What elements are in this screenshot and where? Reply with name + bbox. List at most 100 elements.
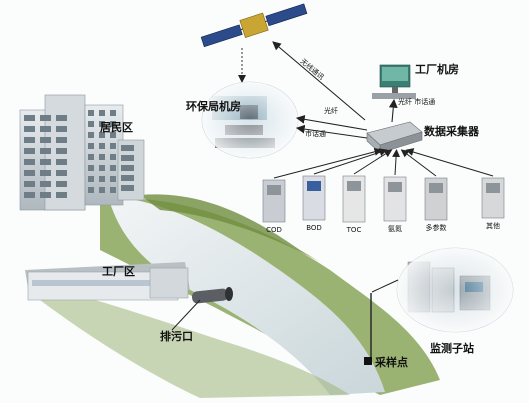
building-window bbox=[121, 155, 134, 161]
river bbox=[108, 196, 385, 395]
building-window bbox=[99, 143, 105, 149]
building-window bbox=[24, 192, 35, 198]
building-window bbox=[88, 143, 94, 149]
factory-area-label: 工厂区 bbox=[102, 265, 135, 278]
instrument-panel bbox=[486, 183, 500, 193]
building-window bbox=[110, 110, 116, 116]
instrument-label: TOC bbox=[346, 226, 362, 234]
factory-room-label: 工厂机房 bbox=[415, 62, 459, 76]
factory-link bbox=[388, 98, 398, 123]
instrument-link bbox=[353, 149, 393, 175]
building-window bbox=[40, 159, 51, 165]
building-window bbox=[88, 110, 94, 116]
outlet-label: 排污口 bbox=[160, 329, 193, 343]
building-window bbox=[88, 154, 94, 160]
instrument-link bbox=[273, 147, 383, 179]
building-window bbox=[40, 192, 51, 198]
building-window bbox=[99, 154, 105, 160]
building-window bbox=[24, 137, 35, 143]
building-window bbox=[56, 137, 67, 143]
building-window bbox=[121, 185, 134, 191]
building-window bbox=[110, 132, 116, 138]
building-window bbox=[88, 176, 94, 182]
fiber-bureau-label: 光纤 bbox=[324, 106, 338, 115]
near-bank bbox=[40, 285, 350, 398]
env-bureau-label: 环保局机房 bbox=[186, 99, 241, 113]
building-window bbox=[24, 159, 35, 165]
building-window bbox=[56, 192, 67, 198]
instrument-label: COD bbox=[266, 226, 282, 234]
building-window bbox=[24, 170, 35, 176]
factory-building bbox=[25, 262, 190, 301]
substation-link bbox=[371, 279, 399, 293]
building-window bbox=[40, 115, 51, 121]
building-window bbox=[110, 176, 116, 182]
instrument-link bbox=[313, 148, 388, 175]
instrument-label: 氨氮 bbox=[388, 224, 402, 233]
instrument-label: 其他 bbox=[486, 221, 500, 230]
building-window bbox=[56, 115, 67, 121]
building-window bbox=[24, 115, 35, 121]
building-window bbox=[88, 187, 94, 193]
building-window bbox=[99, 110, 105, 116]
building-window bbox=[24, 126, 35, 132]
building-window bbox=[121, 175, 134, 181]
building-window bbox=[40, 170, 51, 176]
building-window bbox=[110, 187, 116, 193]
phone-bureau-label: 市话通 bbox=[305, 129, 326, 138]
river-landscape bbox=[40, 194, 440, 398]
outlet-pipe bbox=[191, 287, 233, 304]
building-window bbox=[56, 181, 67, 187]
building-window bbox=[40, 181, 51, 187]
building-window bbox=[99, 187, 105, 193]
instrument-row: COD BOD TOC 氨氮 多参数 其他 bbox=[262, 147, 505, 234]
building-window bbox=[24, 148, 35, 154]
building-window bbox=[24, 181, 35, 187]
instrument-panel bbox=[347, 181, 361, 191]
factory-link-label: 光纤 市话通 bbox=[398, 97, 435, 106]
instrument-label: 多参数 bbox=[426, 223, 447, 232]
building-window bbox=[56, 159, 67, 165]
building-window bbox=[121, 145, 134, 151]
residential-buildings bbox=[19, 94, 145, 211]
building-window bbox=[110, 165, 116, 171]
residential-label: 居民区 bbox=[100, 121, 133, 134]
building-window bbox=[40, 137, 51, 143]
env-bureau-room bbox=[201, 81, 299, 159]
instrument-panel bbox=[429, 183, 443, 193]
substation-room bbox=[396, 247, 514, 333]
building-window bbox=[56, 170, 67, 176]
building-window bbox=[56, 148, 67, 154]
building-window bbox=[56, 126, 67, 132]
building-window bbox=[40, 148, 51, 154]
building-window bbox=[88, 165, 94, 171]
building-window bbox=[110, 154, 116, 160]
factory-room-equipment bbox=[372, 64, 416, 99]
instrument-panel bbox=[307, 181, 321, 191]
building-window bbox=[88, 121, 94, 127]
building-window bbox=[110, 121, 116, 127]
building-window bbox=[99, 132, 105, 138]
instrument-panel bbox=[267, 185, 281, 195]
instrument-link bbox=[405, 148, 494, 177]
instrument-label: BOD bbox=[306, 224, 322, 232]
collector-label: 数据采集器 bbox=[424, 124, 480, 138]
instrument-link bbox=[392, 149, 401, 176]
building-window bbox=[99, 165, 105, 171]
instrument-panel bbox=[388, 182, 402, 192]
building-window bbox=[121, 165, 134, 171]
outlet-pointer bbox=[171, 299, 201, 331]
building-window bbox=[99, 176, 105, 182]
building-window bbox=[99, 121, 105, 127]
satellite-icon bbox=[200, 3, 308, 48]
far-bank bbox=[140, 194, 320, 262]
substation-label: 监测子站 bbox=[430, 341, 474, 355]
sampling-point-label: 采样点 bbox=[374, 355, 408, 369]
building-window bbox=[88, 132, 94, 138]
sampling-marker bbox=[364, 357, 372, 365]
wireless-link bbox=[272, 41, 366, 121]
building-window bbox=[40, 126, 51, 132]
phone-link-bureau bbox=[295, 124, 368, 139]
